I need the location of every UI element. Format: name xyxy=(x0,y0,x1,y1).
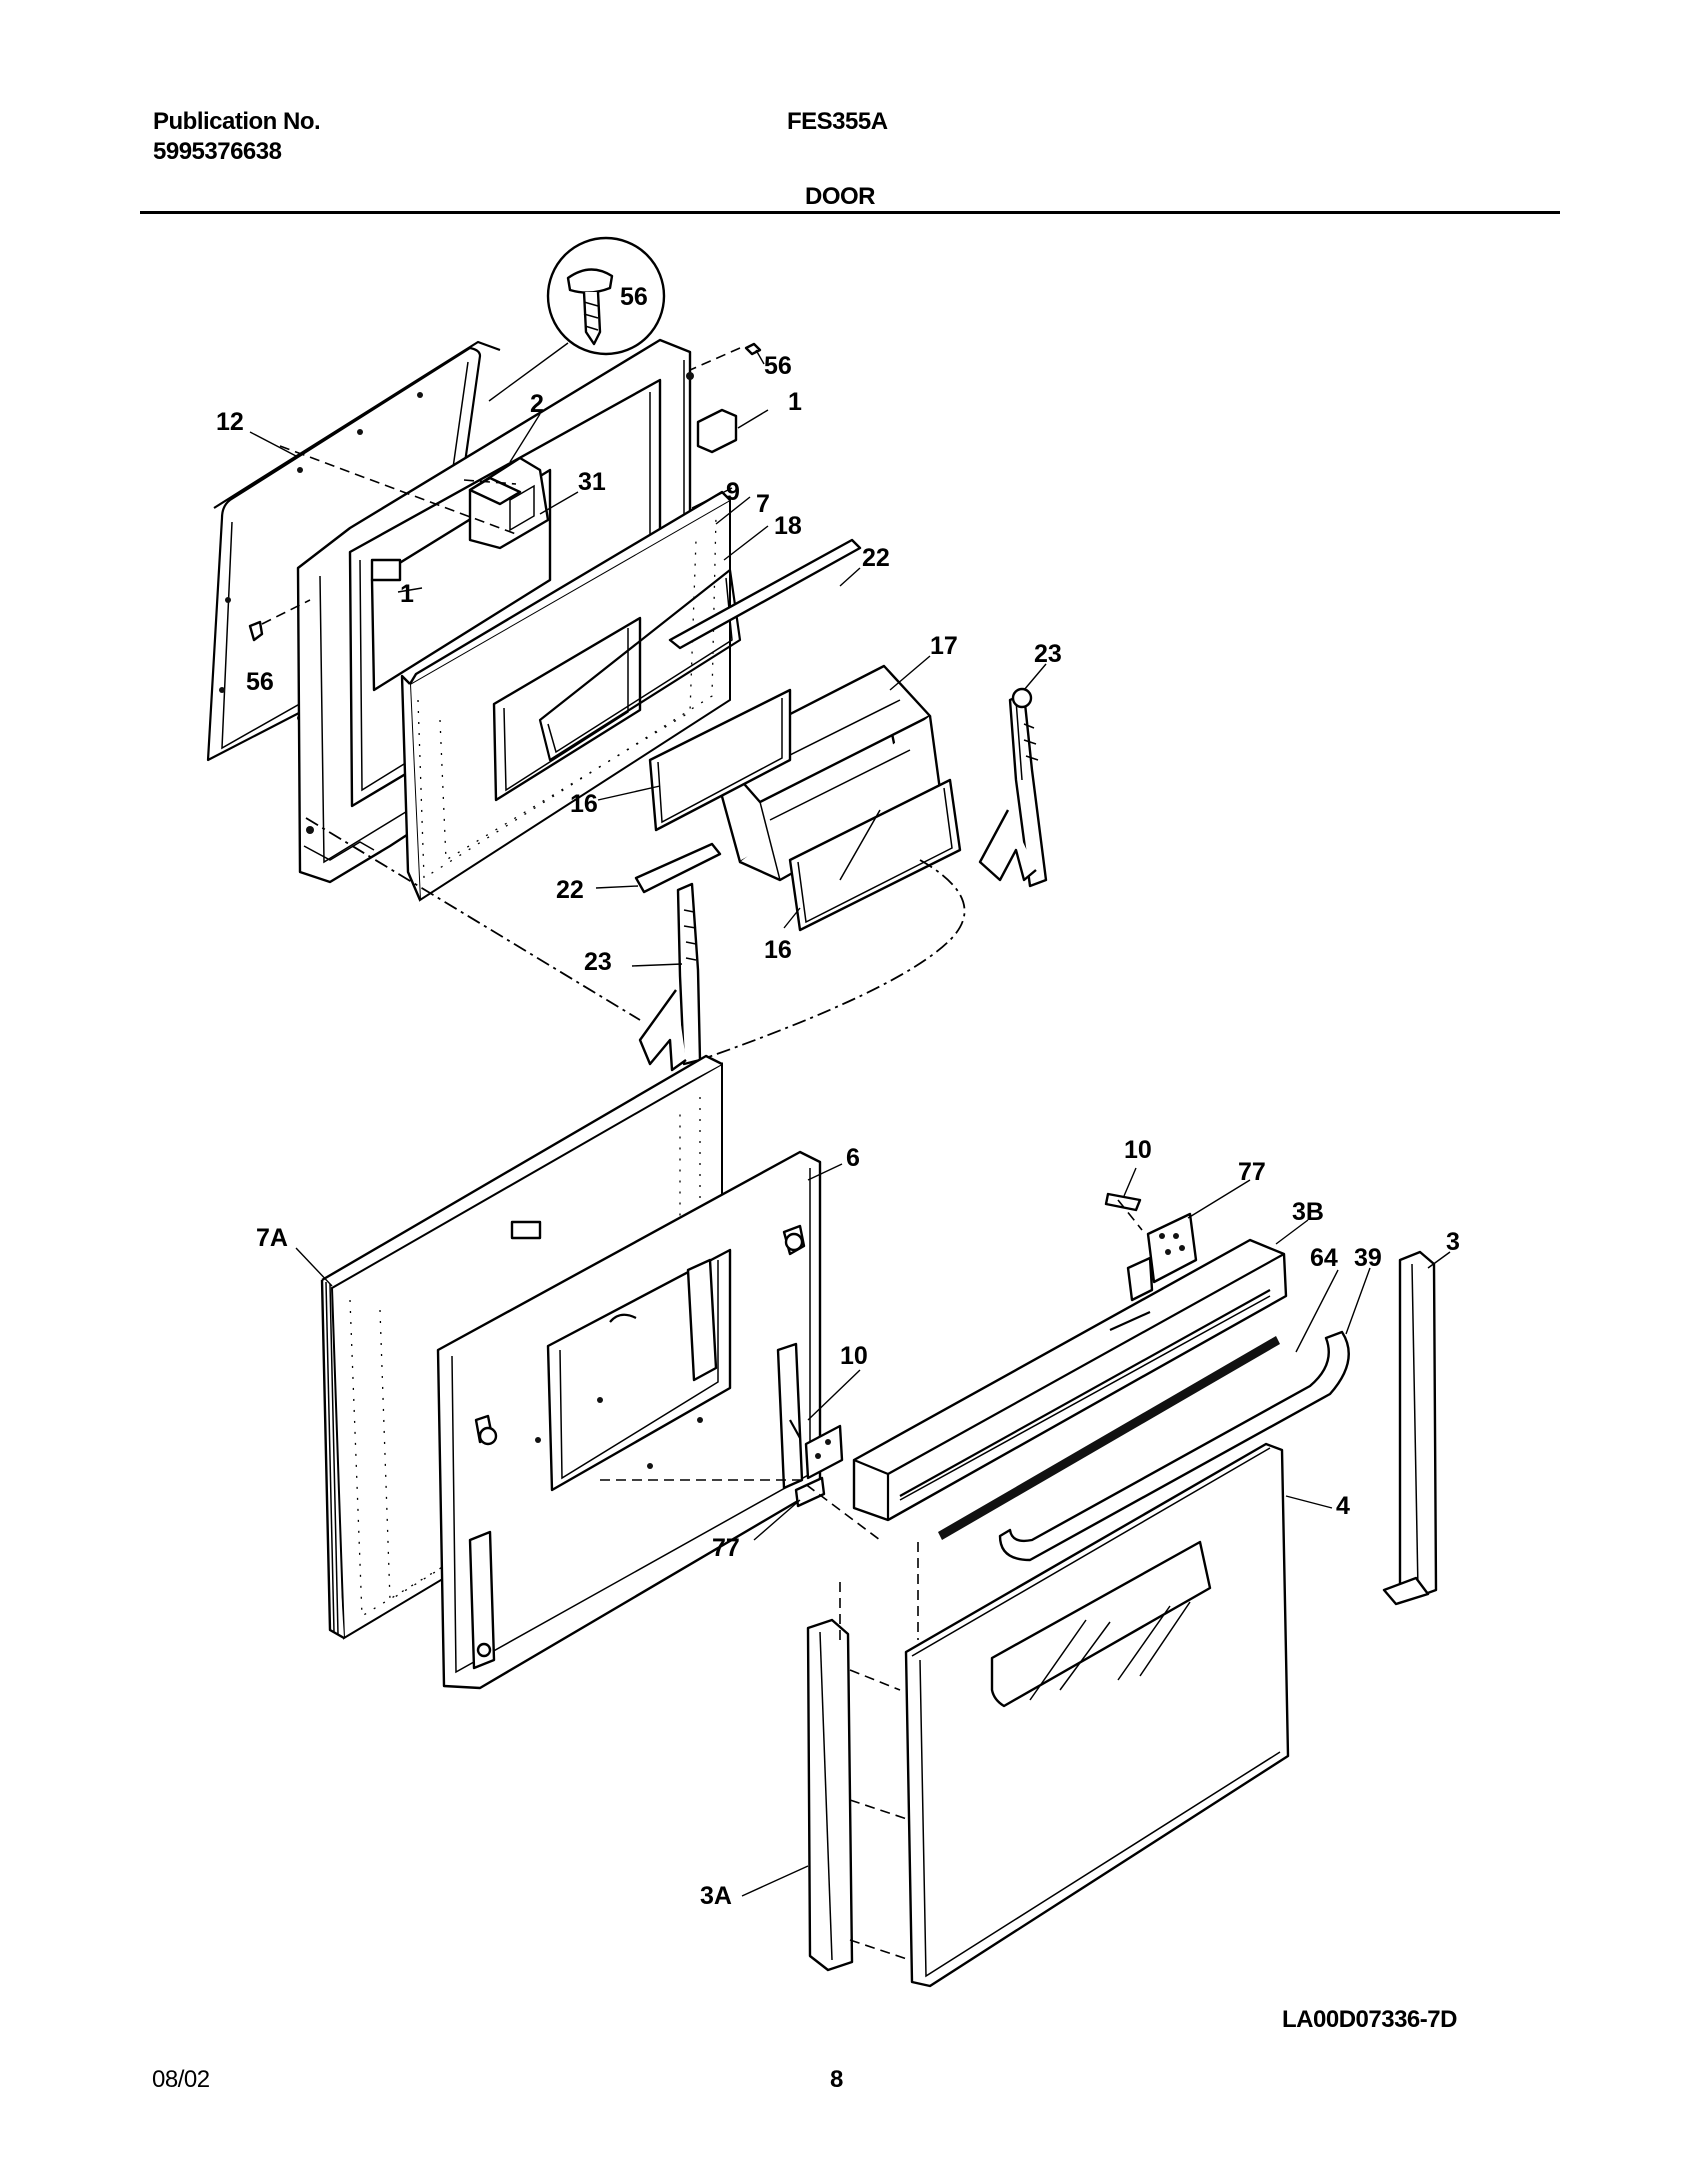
page-number: 8 xyxy=(830,2066,843,2093)
footer-date: 08/02 xyxy=(152,2066,210,2093)
callout-22-bottom: 22 xyxy=(556,876,584,904)
bracket-22-top xyxy=(668,538,862,650)
inner-door-panel xyxy=(296,338,694,884)
model-number: FES355A xyxy=(787,108,888,135)
hinge-23-right xyxy=(978,687,1048,888)
bracket-22-bottom xyxy=(634,842,722,894)
callout-56-top: 56 xyxy=(764,352,792,380)
drawing-id: LA00D07336-7D xyxy=(1282,2006,1457,2033)
side-trim-3 xyxy=(1382,1250,1438,1606)
callout-23-center: 23 xyxy=(584,948,612,976)
section-title: DOOR xyxy=(805,183,876,210)
header-rule xyxy=(140,211,1560,214)
callout-18: 18 xyxy=(774,512,802,540)
publication-label: Publication No. xyxy=(153,108,321,135)
callout-10-mid: 10 xyxy=(840,1342,868,1370)
callout-16-left: 16 xyxy=(570,790,598,818)
callout-7: 7 xyxy=(756,490,770,518)
callout-22-top: 22 xyxy=(862,544,890,572)
glass-16-left xyxy=(648,688,792,832)
callout-3: 3 xyxy=(1446,1228,1460,1256)
screw-detail-circle xyxy=(488,236,666,402)
callout-6: 6 xyxy=(846,1144,860,1172)
inner-panel-6 xyxy=(436,1150,822,1690)
screw-56-left xyxy=(248,620,264,642)
callout-3B: 3B xyxy=(1292,1198,1324,1226)
glass-16-bottom xyxy=(788,778,962,932)
hinge-23-center xyxy=(638,882,702,1072)
bracket-1-top xyxy=(696,408,738,454)
callout-7A: 7A xyxy=(256,1224,288,1252)
callout-4: 4 xyxy=(1336,1492,1350,1520)
insulation-7 xyxy=(400,490,731,902)
callout-77-top: 77 xyxy=(1238,1158,1266,1186)
callout-2: 2 xyxy=(530,390,544,418)
callout-31: 31 xyxy=(578,468,606,496)
callout-12: 12 xyxy=(216,408,244,436)
callout-3A: 3A xyxy=(700,1882,732,1910)
callout-56-left: 56 xyxy=(246,668,274,696)
handle-39 xyxy=(998,1330,1350,1562)
callout-10-top: 10 xyxy=(1124,1136,1152,1164)
gasket-18 xyxy=(538,568,742,762)
callout-56-circle: 56 xyxy=(620,283,648,311)
hinge-bracket-77 xyxy=(1126,1212,1198,1302)
callout-39: 39 xyxy=(1354,1244,1382,1272)
callout-9: 9 xyxy=(726,478,740,506)
side-trim-3A xyxy=(806,1618,854,1972)
callout-1-top: 1 xyxy=(788,388,802,416)
publication-number: 5995376638 xyxy=(153,138,282,165)
callout-16-bottom: 16 xyxy=(764,936,792,964)
seal-64 xyxy=(938,1336,1280,1540)
callout-1-inner: 1 xyxy=(400,580,414,608)
hinge-receiver-left xyxy=(776,1342,844,1508)
callout-23-right: 23 xyxy=(1034,640,1062,668)
callout-77-bottom: 77 xyxy=(712,1534,740,1562)
handle-assembly-3B xyxy=(852,1238,1288,1522)
outer-door-4 xyxy=(904,1442,1290,1988)
screw-10-top xyxy=(1104,1192,1142,1212)
callout-64: 64 xyxy=(1310,1244,1338,1272)
callout-17: 17 xyxy=(930,632,958,660)
